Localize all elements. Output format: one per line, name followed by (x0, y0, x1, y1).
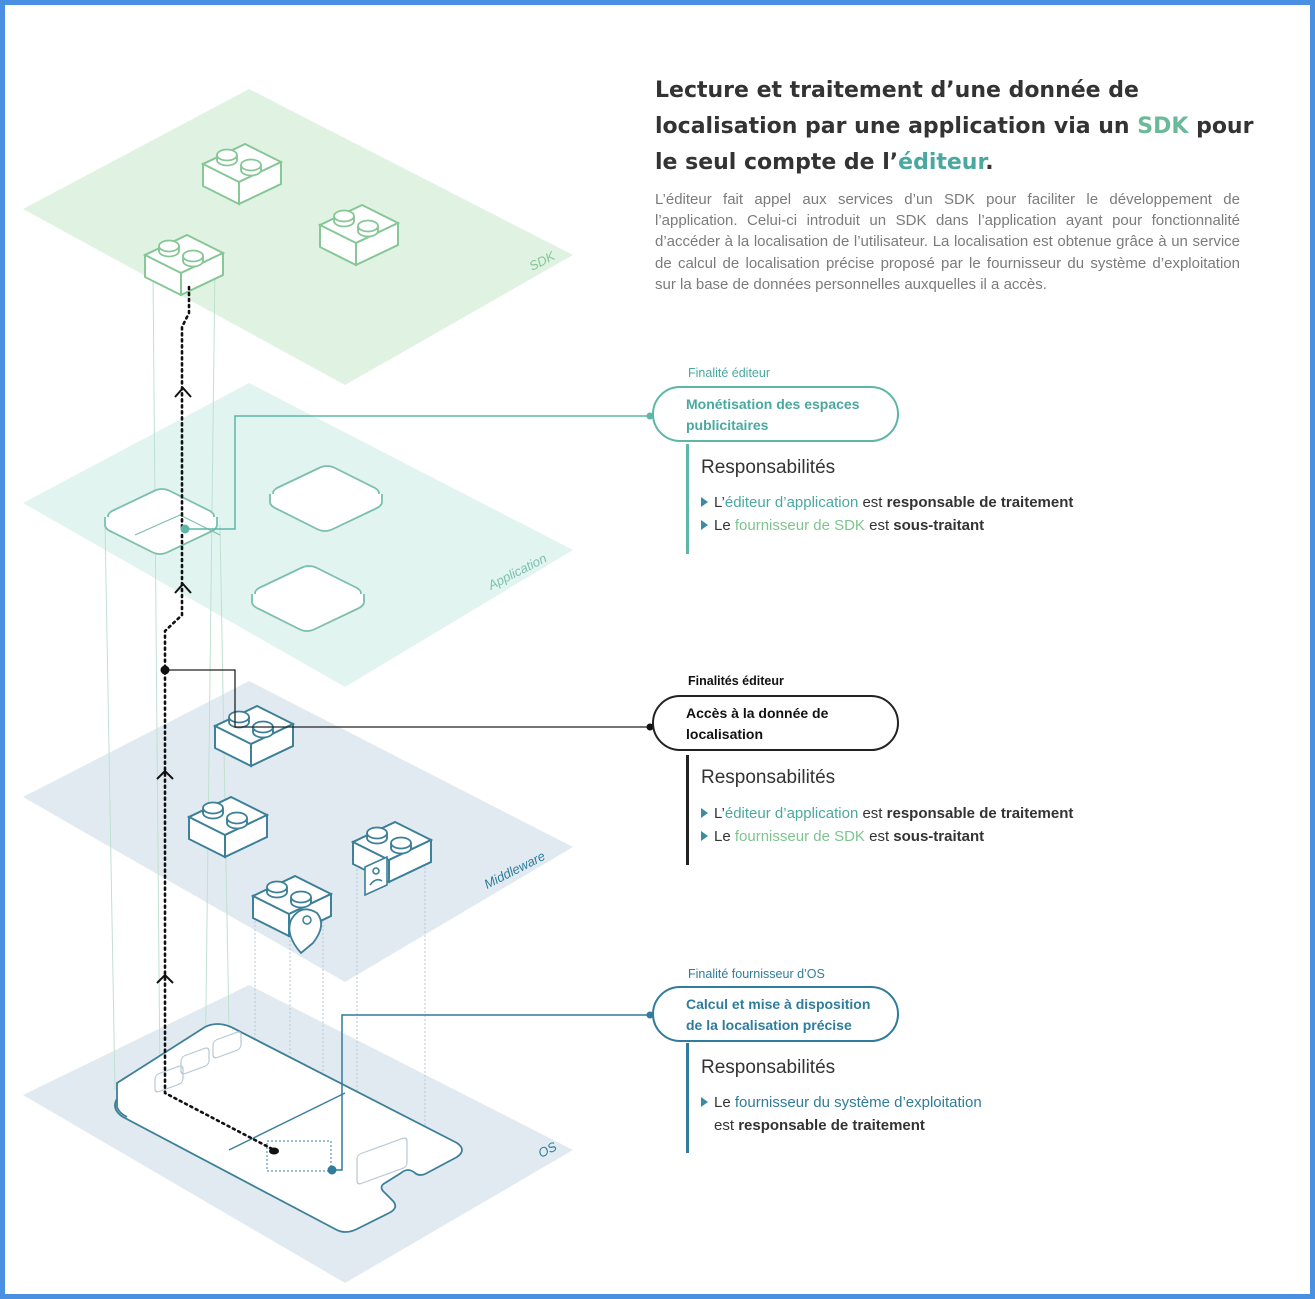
location-pin-icon (288, 908, 323, 955)
block3-bar (686, 1043, 689, 1153)
middleware-layer-plane (23, 681, 573, 982)
block1-line2: Le fournisseur de SDK est sous-traitant (701, 517, 984, 534)
bullet-triangle-icon (701, 831, 708, 841)
block1-caption: Finalité éditeur (688, 366, 770, 380)
bullet-triangle-icon (701, 497, 708, 507)
block2-line2: Le fournisseur de SDK est sous-traitant (701, 828, 984, 845)
block2-bar (686, 755, 689, 865)
bullet-triangle-icon (701, 808, 708, 818)
block3-line2: est responsable de traitement (714, 1117, 925, 1134)
description: L’éditeur fait appel aux services d’un S… (655, 191, 1240, 293)
bullet-triangle-icon (701, 1097, 708, 1107)
title-editeur: éditeur (898, 150, 986, 175)
block1-pill: Monétisation des espaces publicitaires (652, 386, 899, 442)
application-layer-plane (23, 383, 573, 687)
block1-heading: Responsabilités (701, 457, 836, 478)
block3-pill: Calcul et mise à disposition de la local… (652, 986, 899, 1042)
title-sdk: SDK (1137, 114, 1189, 139)
bullet-triangle-icon (701, 520, 708, 530)
title-part2: pour le seul compte de l’ (655, 114, 1254, 175)
title-part3: . (985, 150, 994, 175)
block2-pill: Accès à la donnée de localisation (652, 695, 899, 751)
block2-caption: Finalités éditeur (688, 674, 784, 688)
block3-caption: Finalité fournisseur d’OS (688, 967, 825, 981)
arrow-up-icon (156, 386, 192, 984)
title-part1: Lecture et traitement d’une donnée de lo… (655, 78, 1139, 139)
block2-line1: L’éditeur d’application est responsable … (701, 805, 1073, 822)
id-badge-icon (364, 855, 388, 897)
sdk-layer-plane (23, 89, 573, 385)
block3-heading: Responsabilités (701, 1057, 836, 1078)
layer-diagram: SDK Application Middleware OS (23, 89, 654, 1283)
block3-line1: Le fournisseur du système d’exploitation (701, 1094, 982, 1111)
block2-heading: Responsabilités (701, 767, 836, 788)
page-title: Lecture et traitement d’une donnée de lo… (655, 73, 1275, 181)
block1-bar (686, 444, 689, 554)
block1-line1: L’éditeur d’application est responsable … (701, 494, 1073, 511)
smartphone-icon (114, 1023, 463, 1233)
